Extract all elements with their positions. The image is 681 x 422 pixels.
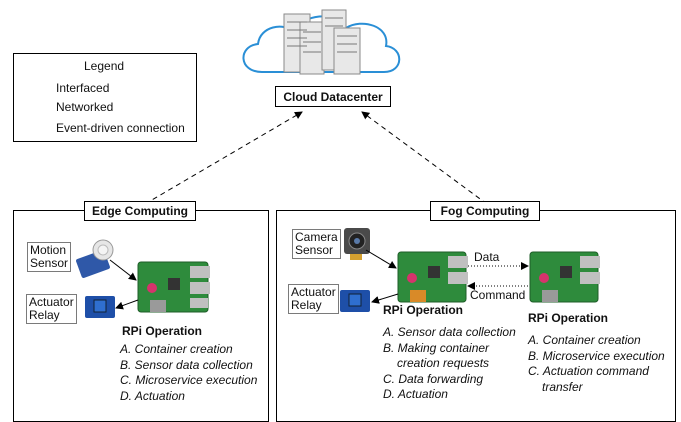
edge-title: Edge Computing — [84, 201, 196, 221]
fog-rpi2-op: C. Actuation command — [528, 364, 649, 378]
fog-rpi2-ops-list: A. Container creation B. Microservice ex… — [528, 333, 665, 395]
server-rack-icon — [283, 9, 361, 75]
edge-rpi-heading: RPi Operation — [122, 324, 203, 338]
legend-item-interfaced: Interfaced — [56, 81, 110, 95]
fog-rpi1-ops-list: A. Sensor data collection B. Making cont… — [383, 325, 516, 403]
cloud-datacenter-label: Cloud Datacenter — [275, 86, 391, 107]
fog-rpi1-op: C. Data forwarding — [383, 371, 484, 386]
legend-box — [13, 53, 197, 142]
edge-op: C. Microservice execution — [120, 373, 258, 387]
fog-rpi1-op: creation requests — [397, 356, 490, 370]
edge-ops-list: A. Container creation B. Sensor data col… — [120, 342, 257, 404]
fog-rpi2-op: A. Container creation — [528, 333, 641, 347]
fog-rpi2-op: transfer — [542, 379, 583, 394]
fog-title: Fog Computing — [430, 201, 540, 221]
raspberry-pi-1-icon — [397, 251, 468, 303]
fog-rpi1-op: A. Sensor data collection — [383, 325, 516, 339]
raspberry-pi-2-icon — [529, 251, 600, 303]
edge-cloud-link — [144, 111, 303, 205]
fog-rpi2-heading: RPi Operation — [528, 311, 609, 325]
edge-op: A. Container creation — [120, 342, 233, 356]
relay-icon — [85, 296, 115, 318]
raspberry-pi-icon — [137, 261, 210, 313]
command-label: Command — [470, 288, 526, 302]
motion-sensor-icon — [76, 239, 114, 278]
fog-rpi1-op: D. Actuation — [383, 387, 448, 401]
fog-panel — [276, 210, 676, 422]
fog-rpi2-op: B. Microservice execution — [528, 348, 665, 363]
legend-item-event-driven: Event-driven connection — [56, 121, 185, 135]
camera-icon — [344, 228, 370, 260]
relay-fog-icon — [340, 290, 370, 312]
fog-rpi1-op: B. Making container — [383, 340, 490, 355]
data-label: Data — [474, 250, 500, 264]
edge-op: B. Sensor data collection — [120, 357, 253, 372]
fog-rpi1-heading: RPi Operation — [383, 303, 464, 317]
edge-op: D. Actuation — [120, 388, 185, 403]
legend-item-networked: Networked — [56, 100, 114, 114]
fog-cloud-link — [361, 111, 488, 205]
legend-title: Legend — [84, 59, 125, 73]
